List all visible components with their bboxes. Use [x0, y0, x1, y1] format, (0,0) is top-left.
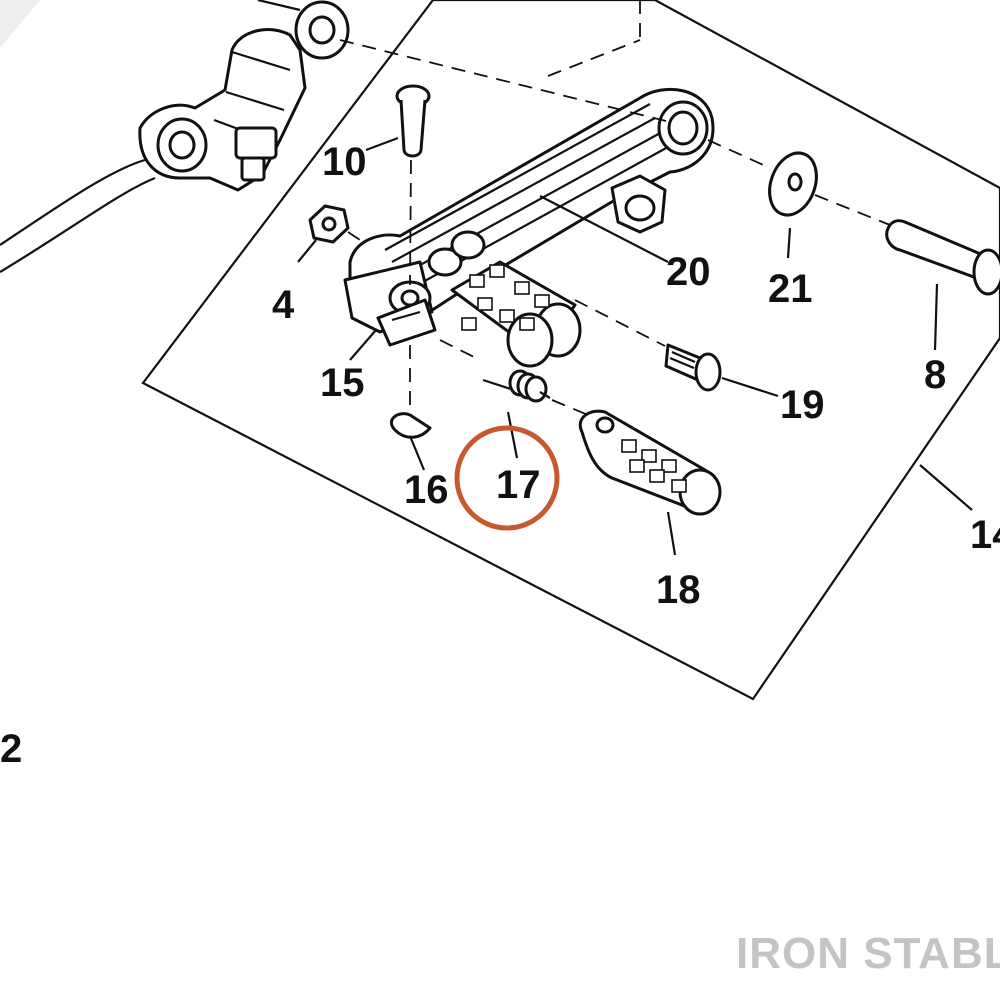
callout-19: 19	[780, 383, 825, 427]
torsion-spring	[439, 339, 601, 421]
footpeg	[578, 409, 722, 516]
leader-lines	[297, 136, 973, 556]
clevis-bracket	[376, 298, 437, 347]
clevis-pin	[395, 84, 431, 286]
callout-2: 2	[0, 727, 22, 771]
lever-footpeg	[450, 260, 582, 368]
callout-17: 17	[496, 463, 541, 507]
pivot-bolt	[885, 219, 1000, 296]
guide-line-top	[547, 0, 641, 77]
background-wedge	[0, 0, 40, 48]
callout-14: 14	[970, 513, 1000, 557]
callout-10: 10	[322, 140, 367, 184]
callout-15: 15	[320, 361, 365, 405]
callout-16: 16	[404, 468, 449, 512]
countersunk-screw	[574, 299, 722, 392]
highlight-circle-17	[454, 425, 560, 531]
guide-line-axis	[339, 39, 671, 123]
callout-21: 21	[768, 267, 813, 311]
nut	[308, 204, 361, 244]
watermark-logo: IRON STABLE	[736, 929, 1000, 978]
subassembly-frame	[141, 0, 1000, 701]
callout-18: 18	[656, 568, 701, 612]
retaining-clip	[389, 345, 432, 439]
washer	[707, 139, 891, 226]
brake-lever-arm	[343, 87, 715, 334]
callout-8: 8	[924, 353, 946, 397]
master-cylinder-assembly	[0, 0, 350, 273]
callout-20: 20	[666, 250, 711, 294]
callout-4: 4	[272, 283, 295, 327]
